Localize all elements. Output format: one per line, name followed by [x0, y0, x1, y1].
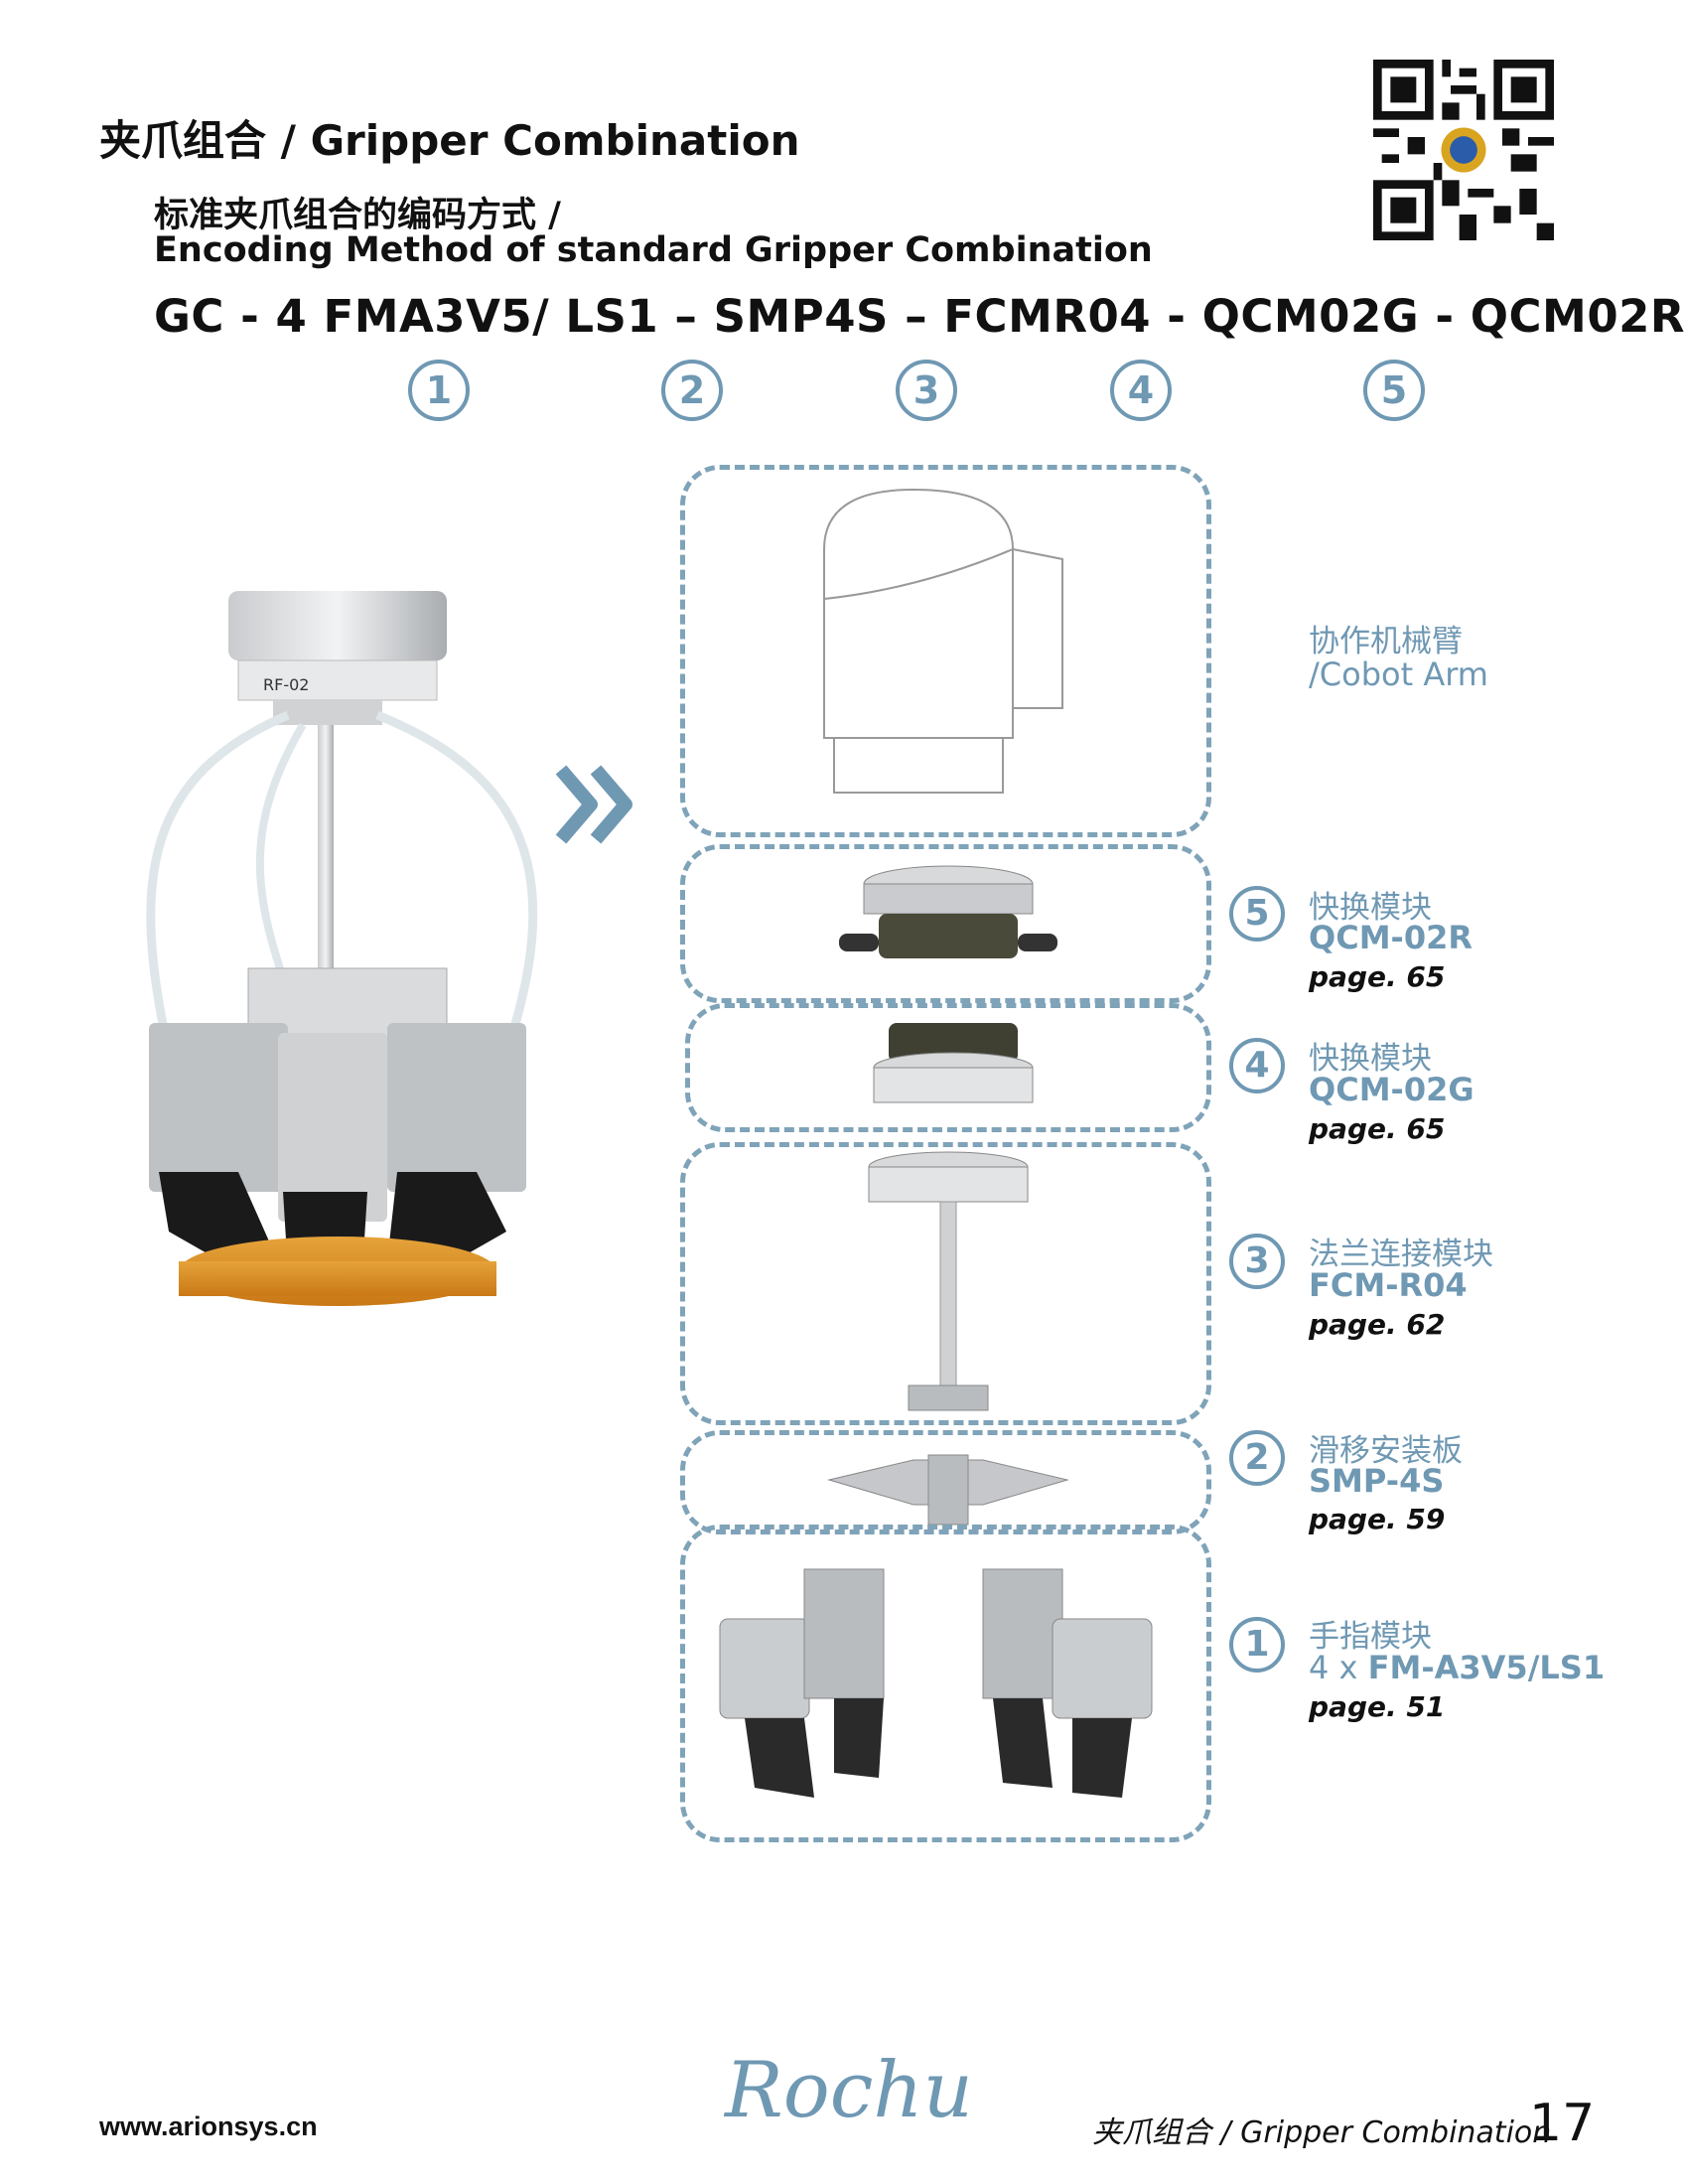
marker-4: 4: [1229, 1038, 1285, 1093]
footer-url: www.arionsys.cn: [99, 2111, 318, 2141]
qcm-02g-drawing: [873, 1023, 1034, 1103]
label-fcm-r04-cn: 法兰连接模块: [1309, 1237, 1493, 1272]
box-fm-a3v5: [680, 1525, 1211, 1842]
label-smp-4s-page: page. 59: [1309, 1503, 1446, 1535]
gripper-assembly-photo: RF-02: [146, 591, 538, 1306]
label-fcm-r04-en: FCM-R04: [1309, 1266, 1468, 1304]
label-qcm-02g-en: QCM-02G: [1309, 1071, 1474, 1108]
marker-3: 3: [1229, 1234, 1285, 1289]
label-smp-4s-en: SMP-4S: [1309, 1462, 1445, 1500]
label-fm-a3v5-en-row: 4 x FM-A3V5/LS1: [1309, 1649, 1605, 1686]
qcm-02r-drawing: [839, 865, 1057, 958]
label-fm-a3v5-cn: 手指模块: [1309, 1619, 1432, 1655]
code-marker-4: 4: [1110, 360, 1172, 421]
page-title: 夹爪组合 / Gripper Combination: [99, 116, 800, 165]
label-smp-4s-cn: 滑移安装板: [1309, 1433, 1463, 1469]
box-cobot-arm: [680, 465, 1211, 837]
qr-code: [1373, 60, 1554, 240]
rochu-logo: Rochu: [725, 2046, 973, 2135]
code-marker-5: 5: [1363, 360, 1425, 421]
box-smp-4s: [680, 1430, 1211, 1534]
label-fm-a3v5-page: page. 51: [1309, 1690, 1446, 1723]
code-marker-1: 1: [408, 360, 470, 421]
box-qcm-02g: [685, 1003, 1211, 1132]
page-number: 17: [1529, 2094, 1596, 2153]
encoding-code: GC - 4 FMA3V5/ LS1 – SMP4S – FCMR04 - QC…: [154, 290, 1685, 343]
code-marker-2: 2: [661, 360, 723, 421]
finger-modules-drawing: [719, 1568, 1153, 1798]
label-qcm-02g-page: page. 65: [1309, 1112, 1446, 1145]
fcm-r04-drawing: [868, 1151, 1029, 1411]
label-cobot-en: /Cobot Arm: [1309, 655, 1488, 693]
subtitle-cn: 标准夹爪组合的编码方式 /: [154, 196, 561, 235]
label-cobot-cn: 协作机械臂: [1309, 624, 1463, 659]
subtitle-en: Encoding Method of standard Gripper Comb…: [154, 230, 1153, 270]
label-qcm-02r-cn: 快换模块: [1309, 890, 1432, 926]
label-fm-a3v5-qty: 4 x: [1309, 1649, 1368, 1686]
label-qcm-02r-en: QCM-02R: [1309, 919, 1473, 956]
photo-label: RF-02: [263, 675, 309, 694]
label-fcm-r04-page: page. 62: [1309, 1308, 1446, 1341]
cobot-arm-drawing: [823, 488, 1063, 794]
code-marker-3: 3: [896, 360, 957, 421]
box-qcm-02r: [680, 844, 1211, 1003]
double-chevron-right-icon: [555, 765, 632, 844]
smp-4s-drawing: [827, 1454, 1069, 1526]
marker-1: 1: [1229, 1617, 1285, 1673]
label-fm-a3v5-en: FM-A3V5/LS1: [1367, 1649, 1606, 1686]
box-fcm-r04: [680, 1142, 1211, 1425]
label-qcm-02r-page: page. 65: [1309, 960, 1446, 993]
marker-2: 2: [1229, 1430, 1285, 1486]
footer-section: 夹爪组合 / Gripper Combination: [1092, 2115, 1552, 2150]
label-qcm-02g-cn: 快换模块: [1309, 1041, 1432, 1077]
marker-5: 5: [1229, 886, 1285, 942]
